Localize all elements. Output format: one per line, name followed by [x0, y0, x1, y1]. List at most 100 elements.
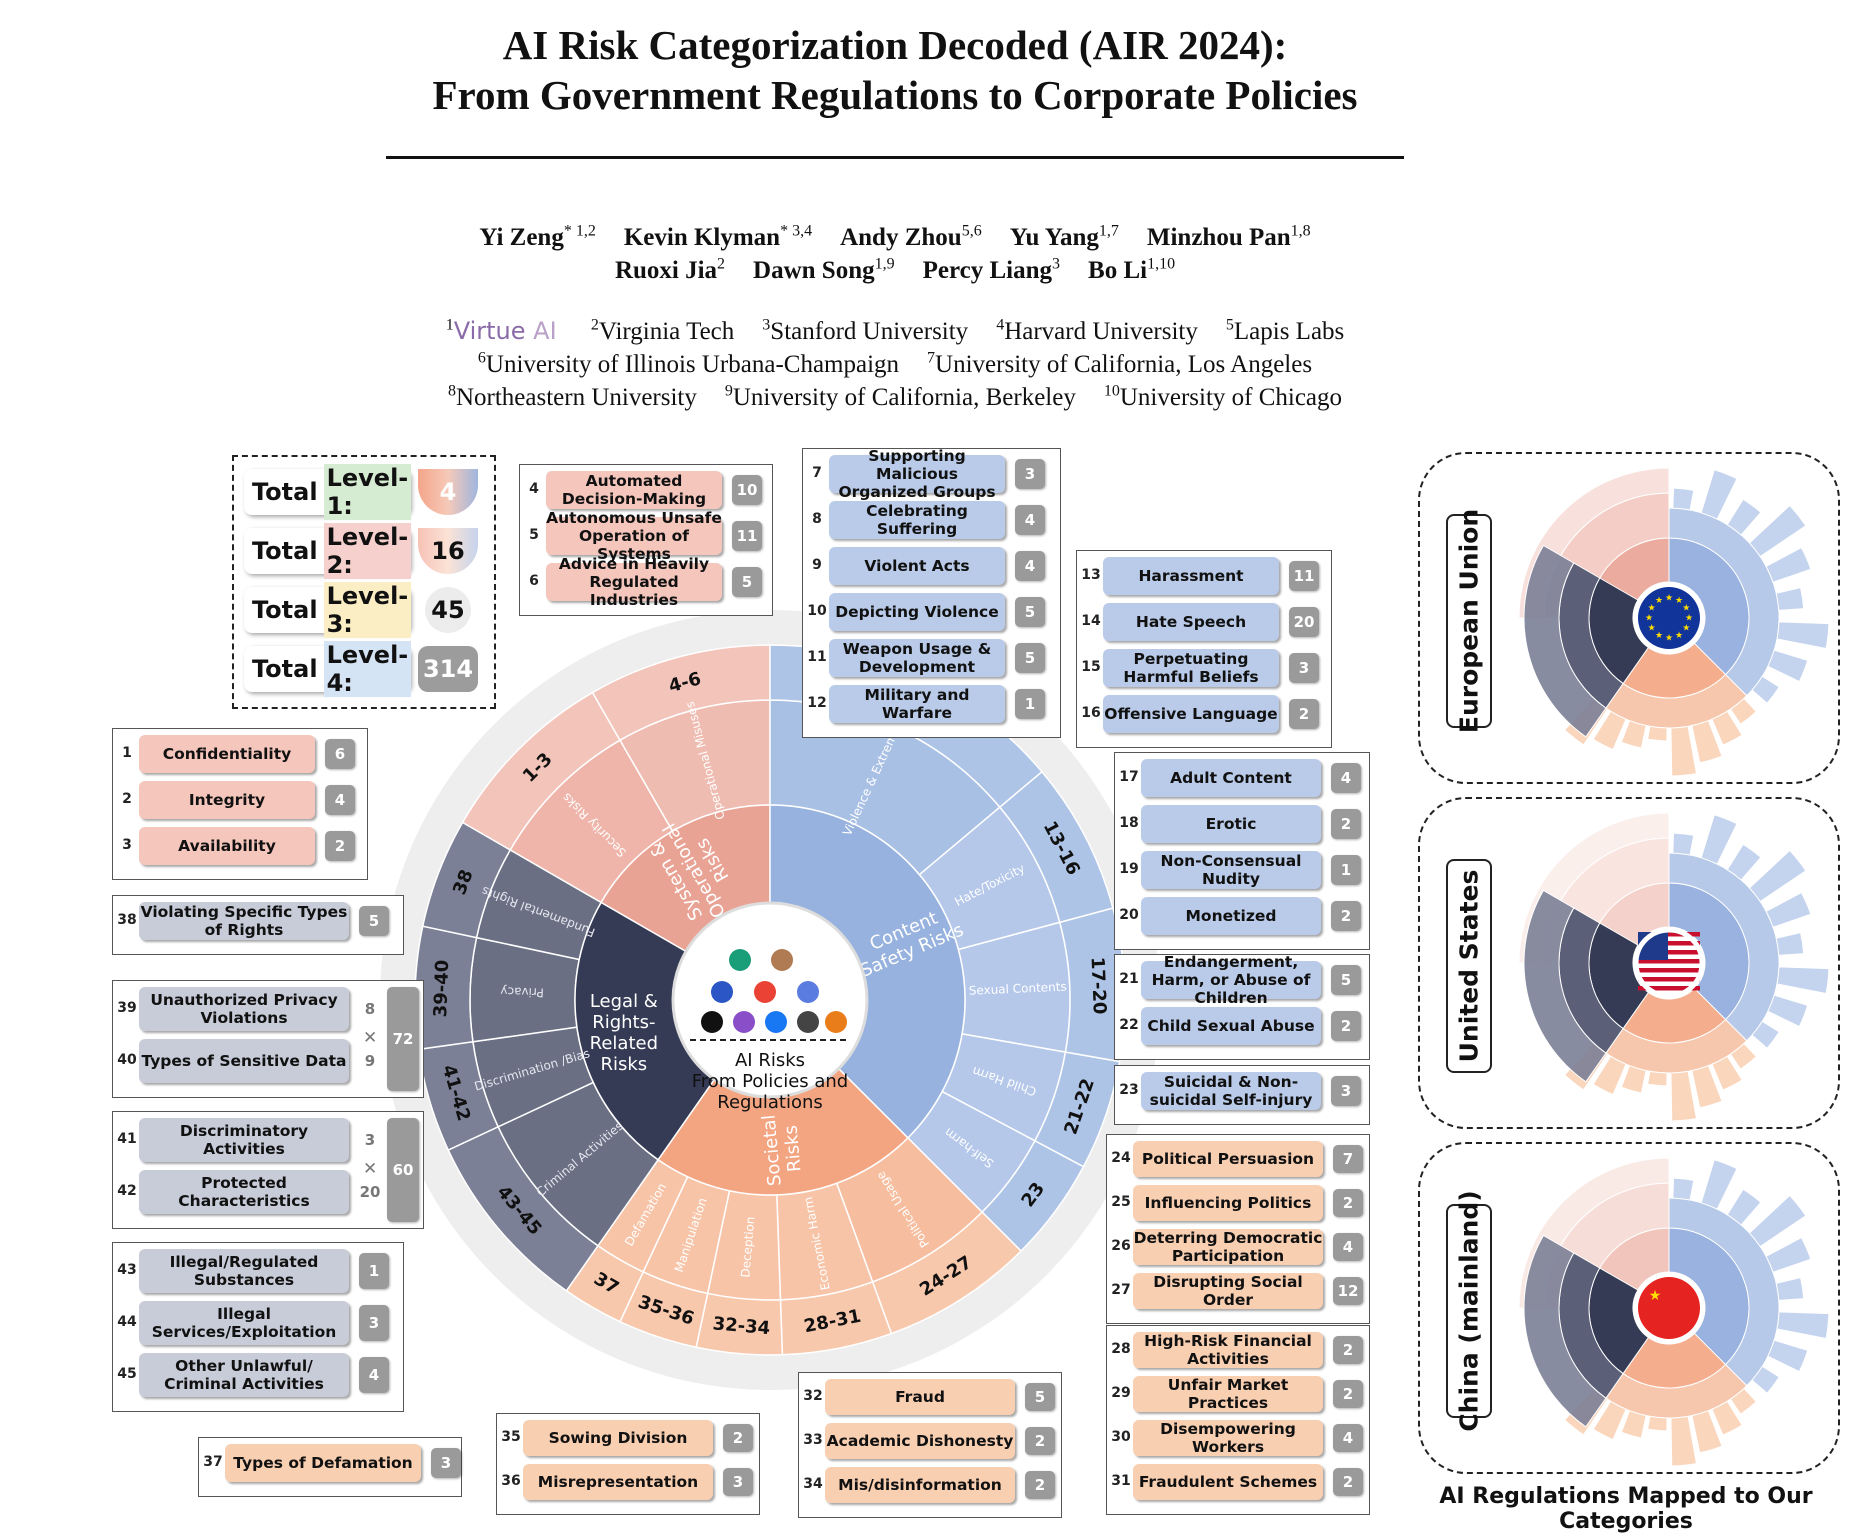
category-number: 20 — [1119, 907, 1139, 923]
category-number: 39 — [117, 1000, 137, 1016]
category-number: 38 — [117, 912, 137, 928]
risk-category-pill: Discriminatory Activities — [139, 1118, 349, 1162]
risk-category-pill: Weapon Usage & Development — [829, 639, 1005, 677]
regions-caption: AI Regulations Mapped to Our Categories — [1439, 1484, 1813, 1534]
risk-category-pill: Violent Acts — [829, 547, 1005, 585]
risk-category-pill: Non-Consensual Nudity — [1141, 851, 1321, 889]
category-count: 3 — [359, 1122, 381, 1158]
risk-category-pill: Child Sexual Abuse — [1141, 1007, 1321, 1045]
risk-category-pill: Supporting Malicious Organized Groups — [829, 447, 1005, 501]
svg-text:★: ★ — [1682, 624, 1690, 634]
sunburst-segment — [1729, 697, 1758, 725]
sunburst-segment — [1748, 849, 1807, 903]
paper-title-line2: From Government Regulations to Corporate… — [432, 72, 1358, 118]
wheel-range-label: 39-40 — [430, 959, 453, 1017]
category-count: 5 — [1025, 1383, 1055, 1411]
model-logo-icon — [797, 1011, 819, 1033]
category-count: 5 — [359, 906, 389, 936]
author-name: Percy Liang3 — [922, 256, 1061, 285]
category-number: 29 — [1111, 1385, 1131, 1401]
model-logo-icon — [765, 1011, 787, 1033]
sunburst-segment — [1726, 1188, 1762, 1226]
sunburst-segment — [1711, 1400, 1743, 1436]
sunburst-segment — [1592, 1400, 1627, 1441]
category-count: 2 — [1333, 1468, 1363, 1496]
sunburst-segment — [1776, 1311, 1830, 1340]
sunburst-segment — [1767, 649, 1809, 683]
affiliation: 5Lapis Labs — [1225, 317, 1345, 346]
category-count: 4 — [1015, 551, 1045, 581]
wheel-range-label: 32-34 — [712, 1313, 771, 1339]
category-number: 7 — [812, 465, 822, 481]
category-number: 19 — [1119, 861, 1139, 877]
wheel-level2-label: Privacy — [500, 984, 544, 1000]
sunburst-segment — [1620, 1410, 1647, 1439]
risk-category-pill: Military and Warfare — [829, 685, 1005, 723]
category-number: 22 — [1119, 1017, 1139, 1033]
sunburst-segment — [1767, 1339, 1809, 1373]
region-sunburst: ★ — [1518, 1157, 1830, 1467]
category-total-count: 60 — [387, 1118, 419, 1222]
sunburst-segment — [1691, 1410, 1723, 1454]
sunburst-segment — [1711, 1055, 1743, 1091]
category-count: 5 — [1331, 965, 1361, 995]
sunburst-segment — [1523, 544, 1607, 738]
svg-text:★: ★ — [1655, 631, 1663, 641]
risk-category-pill: Other Unlawful/ Criminal Activities — [139, 1353, 349, 1397]
author-name: Ruoxi Jia2 — [614, 256, 726, 285]
sunburst-segment — [1647, 725, 1668, 742]
sunburst-segment — [1765, 1236, 1812, 1273]
category-number: 17 — [1119, 769, 1139, 785]
wheel-level2-label: Sexual Contents — [968, 980, 1067, 998]
category-count: 6 — [325, 739, 355, 769]
sunburst-segment — [1729, 1387, 1758, 1415]
wheel-level2-label: Deception — [738, 1216, 757, 1278]
category-count: 5 — [732, 567, 762, 597]
region-label: European Union — [1446, 509, 1492, 733]
svg-text:Risks: Risks — [781, 1124, 806, 1172]
region-sunburst: ★★★★★★★★★★★★ — [1518, 467, 1830, 777]
svg-text:★: ★ — [1685, 614, 1693, 624]
total-level-value: 4 — [418, 469, 478, 515]
category-count: 3 — [431, 1448, 461, 1478]
category-count: 4 — [1331, 763, 1361, 793]
category-count: 10 — [732, 475, 762, 505]
sunburst-segment — [1672, 1177, 1695, 1201]
model-logo-icon — [729, 949, 751, 971]
sunburst-segment — [1647, 1415, 1668, 1432]
category-number: 15 — [1081, 659, 1101, 675]
wheel-range-segment — [421, 821, 512, 939]
sunburst-segment — [1670, 725, 1698, 777]
category-number: 45 — [117, 1366, 137, 1382]
category-number: 8 — [812, 511, 822, 527]
category-count: 11 — [1289, 561, 1319, 591]
category-number: 4 — [529, 481, 539, 497]
sunburst-segment — [1672, 832, 1695, 856]
svg-text:★: ★ — [1645, 614, 1653, 624]
author-name: Minzhou Pan1,8 — [1146, 223, 1311, 252]
risk-category-pill: Types of Sensitive Data — [139, 1039, 349, 1083]
author-name: Yu Yang1,7 — [1009, 223, 1119, 252]
category-number: 11 — [807, 649, 827, 665]
risk-category-pill: Unfair Market Practices — [1133, 1376, 1323, 1412]
category-count: 2 — [1331, 1011, 1361, 1041]
category-count: 2 — [1025, 1427, 1055, 1455]
category-number: 34 — [803, 1476, 823, 1492]
total-level-value: 16 — [418, 528, 478, 574]
risk-category-pill: Deterring Democratic Participation — [1133, 1229, 1323, 1265]
multiply-icon: ✕ — [363, 1159, 378, 1179]
risk-category-pill: Celebrating Suffering — [829, 501, 1005, 539]
affiliation: 4Harvard University — [996, 317, 1198, 346]
category-count: 5 — [1015, 643, 1045, 673]
sunburst-segment — [1592, 1055, 1627, 1096]
category-number: 24 — [1111, 1150, 1131, 1166]
risk-category-pill: Influencing Politics — [1133, 1185, 1323, 1221]
